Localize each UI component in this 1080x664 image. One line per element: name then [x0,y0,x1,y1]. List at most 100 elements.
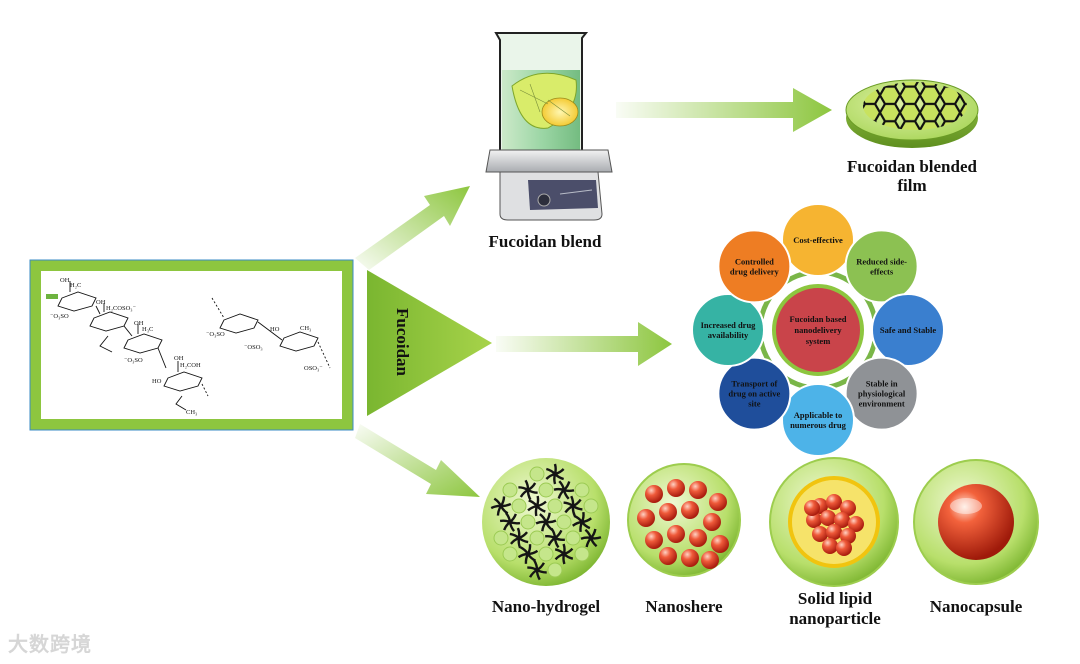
hydrogel-crosslinker [554,543,574,565]
nanosphere-particle [701,551,719,569]
svg-text:OH: OH [96,299,106,306]
lipid-core-particle [806,512,822,528]
wheel-center-text: nanodelivery [794,325,842,335]
hydrogel-crosslinker [499,512,521,532]
svg-text:CH₃: CH₃ [300,325,311,332]
svg-text:H₂COH: H₂COH [180,362,201,369]
hydrogel-crosslinker [580,528,602,548]
nanosphere-particle [667,525,685,543]
hydrogel-crosslinker [490,496,512,516]
svg-text:H₃C: H₃C [142,326,153,333]
hydrogel-bead [520,514,536,530]
hydrogel-bead [493,530,509,546]
wheel-node-6-text: drug on active [728,389,780,399]
solid-lipid-nanoparticle-icon [769,457,899,587]
lipid-core-particle [826,494,842,510]
hydrogel-bead [574,482,590,498]
nanosphere-particle [703,513,721,531]
hydrogel-crosslinker [518,479,538,501]
wheel-center-text: system [806,336,831,346]
hydrogel-bead [502,482,518,498]
hydrogel-bead [538,546,554,562]
lipid-core-particle [812,526,828,542]
wheel-node-8-text: drug delivery [730,266,780,276]
nanosphere-particle [659,503,677,521]
nanosphere-particle [637,509,655,527]
lipid-core-particle [822,538,838,554]
wheel-node-5-text: Applicable to [794,410,842,420]
chem-labels: OH H₂C ⁻O₃SO OH H₂COSO₃⁻ OH H₃C ⁻O₃SO OH… [50,277,323,416]
blended-film-disc-icon [845,79,979,148]
svg-text:H₂C: H₂C [70,282,81,289]
wheel-node-4-text: environment [859,399,905,409]
hydrogel-crosslinker [545,463,565,485]
svg-text:⁻O₃SO: ⁻O₃SO [50,313,69,320]
wheel-node-8 [717,229,792,304]
fucoidan-blended-film-label: Fucoidan blended film [822,157,1002,195]
lipid-core-particle [840,500,856,516]
hydrogel-bead [574,546,590,562]
wheel-node-4-text: Stable in [866,379,898,389]
hydrogel-crosslinker [527,559,547,581]
svg-text:⁻O₃SO: ⁻O₃SO [124,357,143,364]
nano-hydrogel-label: Nano-hydrogel [491,597,601,616]
hydrogel-bead [502,546,518,562]
lipid-core-particle [804,500,820,516]
lipid-core-particle [848,516,864,532]
wheel-center [772,284,864,376]
svg-text:OH: OH [134,320,144,327]
wheel-node-3-text: Safe and Stable [880,325,936,335]
solid-lipid-line1: Solid lipid [797,589,873,608]
hydrogel-crosslinker [572,511,592,533]
nanosphere-particle [689,481,707,499]
arrow-to-blend [355,186,470,270]
hydrogel-crosslinker [527,495,547,517]
film-label-line1: Fucoidan blended [847,157,977,176]
hydrogel-crosslinker [563,495,583,517]
hotplate-beaker-icon [485,32,613,221]
wheel-node-7-text: availability [708,330,749,340]
wheel-node-2-text: effects [870,266,894,276]
nanosphere-particle [681,549,699,567]
hydrogel-crosslinker [553,480,575,500]
hydrogel-bead [556,514,572,530]
wheel-node-6-text: site [748,399,761,409]
wheel-node-4 [844,356,919,431]
nano-hydrogel-icon [482,458,610,586]
nanosphere-particle [659,547,677,565]
wheel-node-8-text: Controlled [735,256,774,266]
svg-text:HO: HO [270,326,280,333]
arrow-to-nanodelivery [496,322,672,366]
fucoidan-structure-box [29,259,354,431]
svg-text:HO: HO [152,378,162,385]
svg-text:CH₃: CH₃ [186,409,197,416]
watermark-logo: 大数跨境 [8,632,92,656]
wheel-node-2 [844,229,919,304]
nanoshere-label: Nanoshere [645,597,723,616]
hydrogel-crosslinker [509,527,529,549]
wheel-node-5-text: numerous drug [790,420,847,430]
arrow-to-film [616,88,832,132]
nanosphere-particle [689,529,707,547]
nanocapsule-label: Nanocapsule [929,597,1023,616]
svg-text:OH: OH [174,355,184,362]
arrow-to-nanocarriers [355,424,480,497]
nanosphere-particle [645,485,663,503]
solid-lipid-line2: nanoparticle [789,609,881,628]
hydrogel-crosslinker [545,527,565,549]
svg-text:OSO₃⁻: OSO₃⁻ [304,365,323,372]
wheel-node-4-text: physiological [858,389,906,399]
hydrogel-crosslinker [535,512,557,532]
wheel-node-1-text: Cost-effective [793,235,843,245]
hydrogel-bead [547,498,563,514]
nanocapsule-icon [913,459,1039,585]
fucoidan-blend-label: Fucoidan blend [488,232,602,251]
fucoidan-triangle [367,270,492,416]
hydrogel-bead [529,530,545,546]
nanosphere-particle [645,531,663,549]
wheel-node-3 [871,293,945,367]
svg-text:OH: OH [60,277,70,284]
svg-text:⁻O₃SO: ⁻O₃SO [206,331,225,338]
lipid-core-particle [834,512,850,528]
